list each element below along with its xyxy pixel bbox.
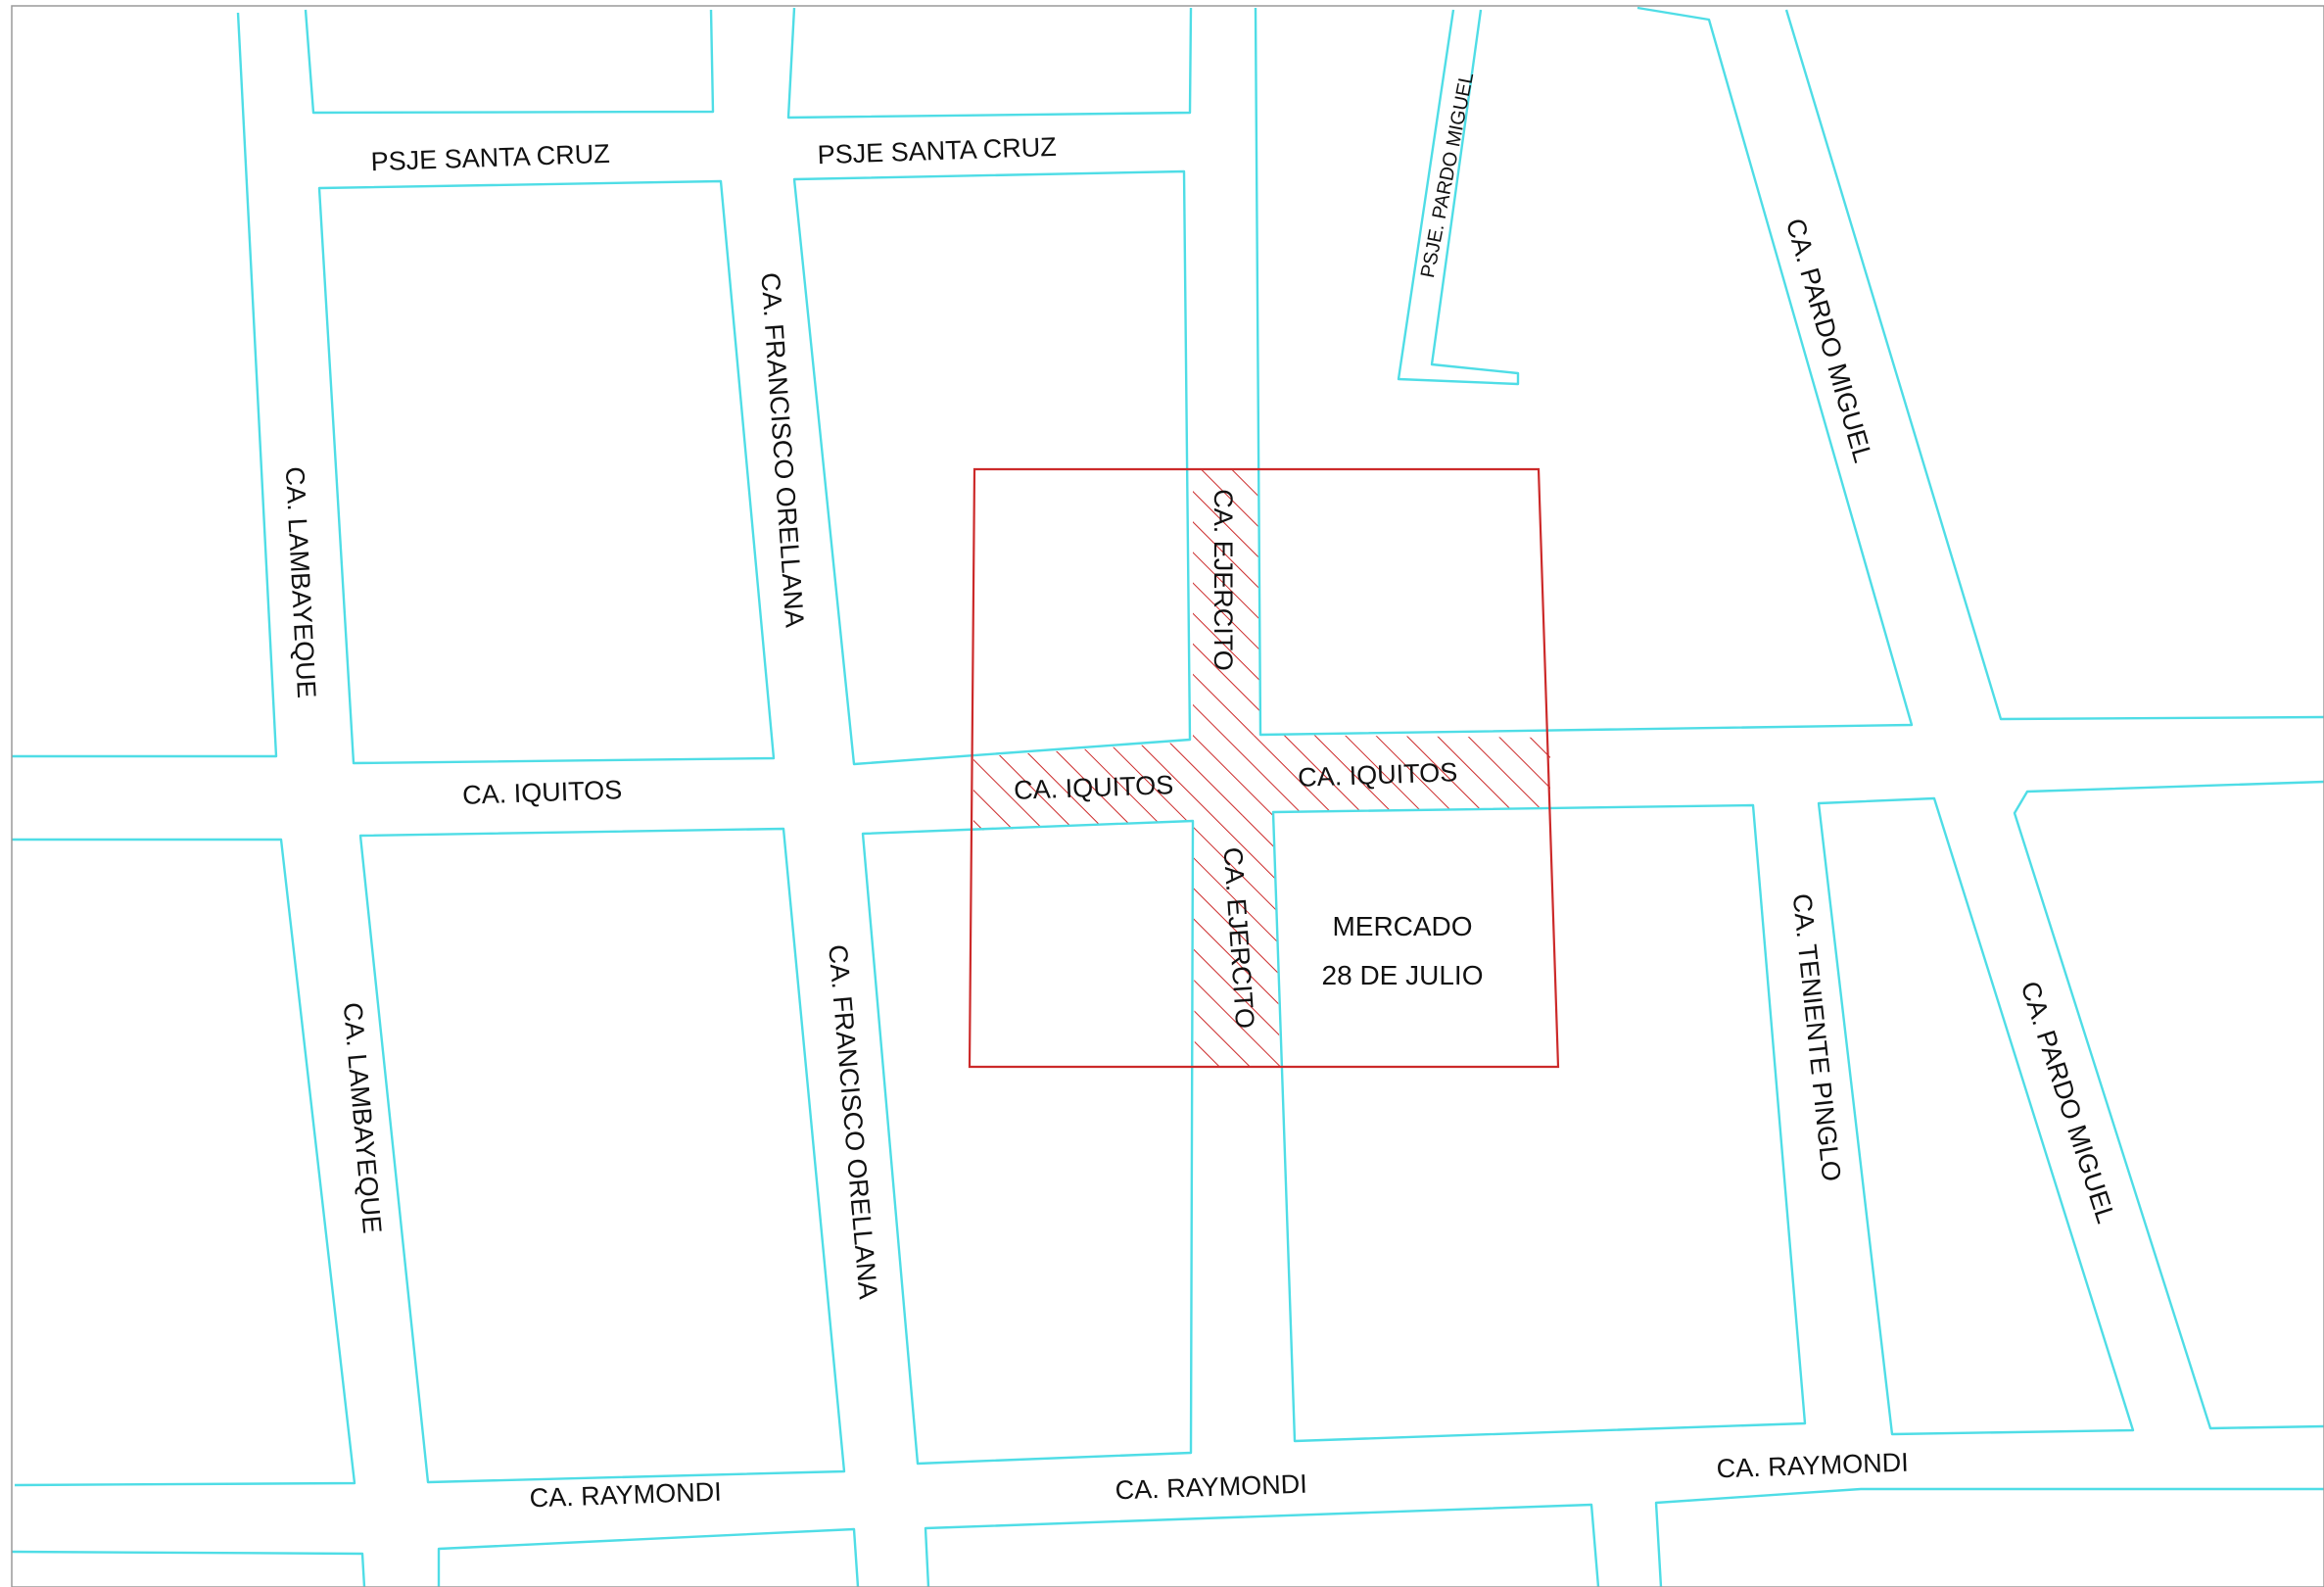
label-ca-raymondi-east: CA. RAYMONDI [1716,1448,1909,1484]
label-ca-francisco-orellana-south: CA. FRANCISCO ORELLANA [823,943,883,1300]
market-label: MERCADO 28 DE JULIO [1322,911,1484,990]
block-outline [1817,796,2135,1436]
block-outline [1654,1487,2324,1587]
street-blocks [11,6,2324,1587]
block-outline [1254,6,1914,737]
block-outline [304,9,715,115]
label-psje-santa-cruz-east: PSJE SANTA CRUZ [817,132,1057,169]
label-ca-lambayeque-south: CA. LAMBAYEQUE [338,1001,388,1234]
block-outline [2013,780,2324,1430]
block-outline [12,12,278,758]
label-ca-teniente-pinglo: CA. TENIENTE PINGLO [1787,892,1847,1183]
block-outline [1784,9,2324,721]
market-name-line1: MERCADO [1332,911,1472,941]
hatch-ejercito-south [1193,812,1280,1067]
block-outline [317,179,776,765]
label-ca-pardo-miguel-north: CA. PARDO MIGUEL [1780,216,1878,466]
intervention-zone-boundary [968,467,1560,1069]
block-outline [786,7,1193,120]
hatch-ejercito-north [1193,470,1260,742]
market-name-line2: 28 DE JULIO [1322,960,1484,990]
block-outline [924,1503,1600,1587]
block-outline [1397,9,1520,386]
label-ca-ejercito-north: CA. EJERCITO [1209,489,1238,671]
block-outline [792,169,1192,766]
hatch-iquitos [973,735,1550,831]
drawing-frame [11,5,2324,1587]
label-ca-raymondi-west: CA. RAYMONDI [529,1477,722,1514]
label-psje-santa-cruz-west: PSJE SANTA CRUZ [370,139,610,176]
block-outline [1271,803,1807,1443]
label-ca-raymondi-mid: CA. RAYMONDI [1115,1469,1307,1506]
label-ca-iquitos-mid: CA. IQUITOS [1014,770,1174,805]
block-outline [11,1550,366,1587]
block-outline [12,838,356,1487]
label-ca-francisco-orellana-north: CA. FRANCISCO ORELLANA [755,271,809,628]
label-ca-iquitos-east: CA. IQUITOS [1298,757,1458,793]
label-ca-lambayeque-north: CA. LAMBAYEQUE [280,466,321,699]
block-outline [358,827,846,1484]
block-outline [861,819,1195,1466]
hatched-street-areas [973,470,1550,1067]
label-ca-iquitos-west: CA. IQUITOS [462,775,623,810]
block-outline [437,1527,860,1587]
